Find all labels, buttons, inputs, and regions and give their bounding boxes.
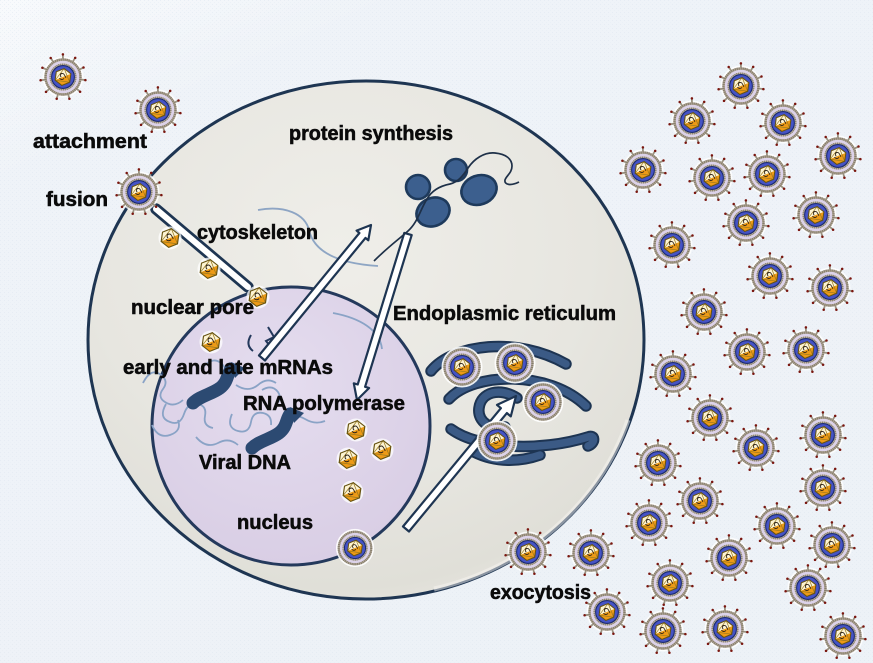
svg-text:Viral DNA: Viral DNA <box>199 452 291 474</box>
svg-text:nuclear pore: nuclear pore <box>131 297 254 319</box>
svg-text:attachment: attachment <box>33 131 147 153</box>
svg-text:cytoskeleton: cytoskeleton <box>197 222 318 244</box>
svg-text:early and late mRNAs: early and late mRNAs <box>123 357 333 379</box>
svg-text:nucleus: nucleus <box>237 512 313 534</box>
svg-text:exocytosis: exocytosis <box>490 582 591 604</box>
svg-text:Endoplasmic reticulum: Endoplasmic reticulum <box>393 303 616 325</box>
svg-text:protein synthesis: protein synthesis <box>289 123 453 145</box>
svg-text:fusion: fusion <box>46 189 108 211</box>
svg-text:RNA polymerase: RNA polymerase <box>243 393 405 415</box>
